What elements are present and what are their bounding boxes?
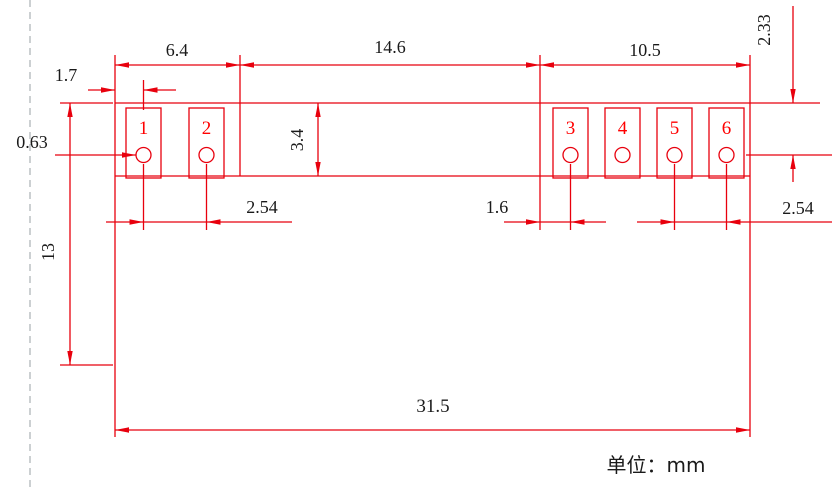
dim-body-height-label: 13 [38, 243, 58, 261]
dim-edge-to-hole-right-label: 1.6 [486, 197, 509, 217]
dim-top-right-label: 10.5 [629, 40, 661, 60]
dim-top-left-label: 6.4 [166, 40, 189, 60]
dimension-arrows [67, 62, 796, 433]
unit-label: 单位：mm [607, 453, 706, 477]
dimension-labels: 6.4 14.6 10.5 1.7 0.63 3.4 13 2.54 1.6 2… [16, 14, 814, 417]
pad-3-number: 3 [566, 118, 576, 139]
dim-overall-width-label: 31.5 [416, 396, 449, 417]
pad-5-number: 5 [670, 118, 680, 139]
pads [125, 107, 745, 179]
pad-4-number: 4 [618, 118, 628, 139]
dim-hole-offset-label: 0.63 [16, 132, 48, 152]
dim-pad-top-to-hole-label: 2.33 [754, 14, 774, 46]
dim-top-middle-label: 14.6 [374, 37, 406, 57]
pad-6-number: 6 [722, 118, 732, 139]
pad-6-hole [718, 146, 735, 164]
dim-slot-height-label: 3.4 [287, 129, 307, 152]
pad-5-hole [666, 146, 683, 164]
pad-2-hole [198, 146, 215, 164]
part-outline [114, 102, 751, 177]
pad-numbers: 1 2 3 4 5 6 [139, 118, 732, 139]
pad-2-number: 2 [202, 118, 212, 139]
dim-pitch-left-label: 2.54 [246, 197, 278, 217]
pad-3-hole [562, 146, 579, 164]
dimension-lines [55, 6, 832, 437]
pad-4 [604, 107, 641, 179]
dim-edge-to-hole-left-label: 1.7 [55, 65, 78, 85]
pad-1-number: 1 [139, 118, 149, 139]
pad-1-hole [135, 146, 152, 164]
pad-4-hole [614, 146, 631, 164]
dim-pitch-right-label: 2.54 [782, 198, 814, 218]
